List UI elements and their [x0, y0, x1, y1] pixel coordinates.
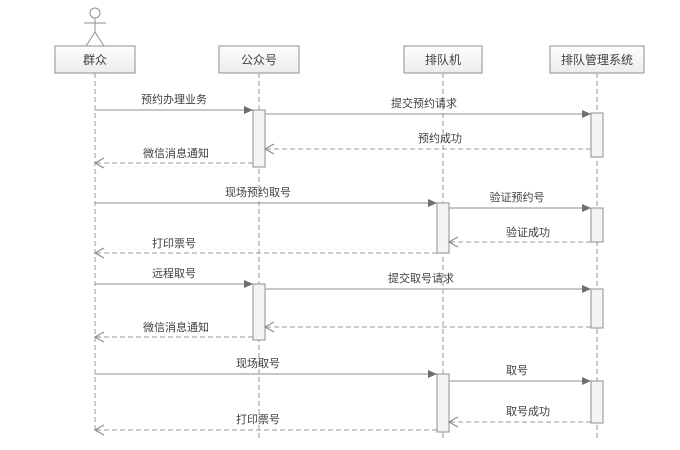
participant-box-queue-machine [403, 45, 483, 74]
message-14-take-number: 取号 [449, 364, 591, 385]
participant-label-queue-machine: 排队机 [425, 52, 461, 67]
activation-system-4 [590, 380, 604, 424]
participant-queue-machine: 排队机 [403, 45, 483, 74]
participant-label-queue-management-system: 排队管理系统 [561, 52, 633, 67]
activation-queue-machine-1 [436, 202, 450, 254]
activation-official-account-1 [252, 109, 266, 168]
message-16-print-ticket: 打印票号 [93, 412, 437, 436]
message-label-2: 提交预约请求 [391, 96, 457, 110]
activation-system-3 [590, 288, 604, 329]
message-label-1: 预约办理业务 [141, 93, 207, 106]
message-2-submit-reservation-request: 提交预约请求 [265, 96, 591, 118]
message-6-verify-reservation-number: 验证预约号 [449, 190, 591, 212]
message-12-wechat-notification: 微信消息通知 [93, 320, 253, 343]
message-label-5: 现场预约取号 [225, 185, 291, 199]
message-9-remote-ticket: 远程取号 [95, 267, 253, 288]
activation-system-1 [590, 112, 604, 158]
activation-queue-machine-2 [436, 373, 450, 433]
message-label-4: 微信消息通知 [143, 146, 209, 160]
participant-label-official-account: 公众号 [241, 53, 277, 67]
message-8-print-ticket: 打印票号 [93, 236, 437, 259]
participant-box-queue-management-system [549, 45, 645, 74]
message-label-10: 提交取号请求 [388, 271, 454, 285]
message-label-14: 取号 [506, 364, 528, 377]
message-10-submit-ticket-request: 提交取号请求 [265, 271, 591, 293]
participant-box-official-account [218, 45, 300, 74]
actor-person-icon [84, 7, 106, 47]
activation-system-2 [590, 207, 604, 243]
participant-box-public [54, 45, 136, 74]
message-5-onsite-reserved-ticket: 现场预约取号 [95, 185, 437, 207]
message-13-onsite-ticket: 现场取号 [95, 356, 437, 378]
activation-official-account-2 [252, 283, 266, 341]
message-15-take-number-success: 取号成功 [447, 405, 591, 428]
message-label-8: 打印票号 [152, 236, 196, 250]
message-label-7: 验证成功 [506, 225, 550, 239]
message-7-verification-success: 验证成功 [447, 225, 591, 248]
message-label-3: 预约成功 [418, 132, 462, 145]
message-label-6: 验证预约号 [490, 190, 545, 204]
participant-official-account: 公众号 [218, 45, 300, 74]
participant-queue-management-system: 排队管理系统 [549, 45, 645, 74]
message-label-16: 打印票号 [236, 412, 280, 426]
message-label-15: 取号成功 [506, 405, 550, 418]
message-label-13: 现场取号 [236, 356, 280, 370]
message-label-9: 远程取号 [152, 267, 196, 280]
participant-label-public: 群众 [83, 53, 107, 67]
participant-public: 群众 [54, 45, 136, 74]
message-3-reservation-success: 预约成功 [263, 132, 591, 155]
message-label-12: 微信消息通知 [143, 320, 209, 334]
message-1-reserve-service: 预约办理业务 [95, 93, 253, 114]
message-4-wechat-notification: 微信消息通知 [93, 146, 253, 169]
